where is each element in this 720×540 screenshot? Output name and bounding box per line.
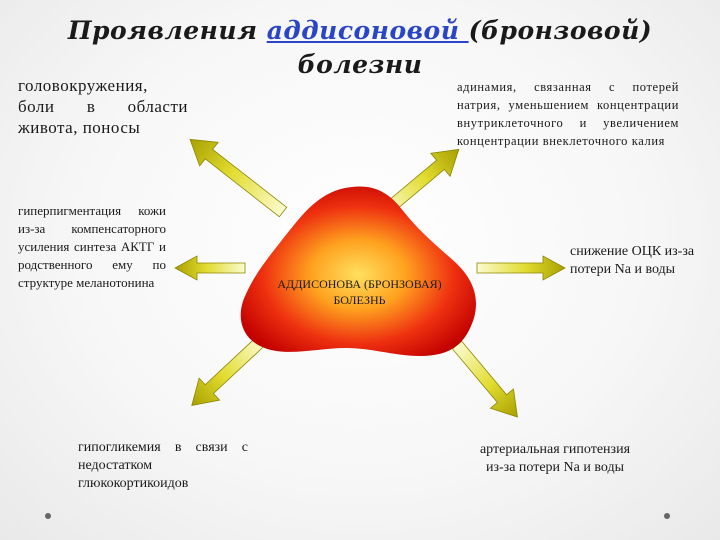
title-highlight: аддисоновой xyxy=(266,16,469,45)
text-dizziness: головокружения, боли в области живота, п… xyxy=(18,76,188,137)
bullet-dot-left xyxy=(45,513,51,519)
text-adynamia: адинамия, связанная с потерей натрия, ум… xyxy=(457,80,679,148)
disease-blob xyxy=(240,186,476,356)
title-line-2: болезни xyxy=(297,50,423,79)
text-hypovolemia: снижение ОЦК из-за потери Na и воды xyxy=(570,244,695,277)
arrow-dizziness xyxy=(189,138,288,218)
arrow-hypotension xyxy=(451,340,518,418)
bullet-dot-right xyxy=(664,513,670,519)
text-hypoglycemia: гипогликемия в связи с недостатком глюко… xyxy=(78,440,248,491)
title-part-1: Проявления xyxy=(67,16,267,45)
text-hyperpigmentation: гиперпигментация кожи из-за компенсаторн… xyxy=(18,203,166,290)
title-part-2: (бронзовой) xyxy=(468,16,653,45)
center-label: АДДИСОНОВА (БРОНЗОВАЯ) БОЛЕЗНЬ xyxy=(277,277,442,307)
arrow-hyperpigmentation xyxy=(174,255,246,281)
text-hypotension: артериальная гипотензия из-за потери Na … xyxy=(479,442,631,475)
arrow-hypoglycemia xyxy=(191,335,267,406)
arrow-hypovolemia xyxy=(476,255,566,281)
slide-title: Проявления аддисоновой (бронзовой) болез… xyxy=(0,14,720,82)
